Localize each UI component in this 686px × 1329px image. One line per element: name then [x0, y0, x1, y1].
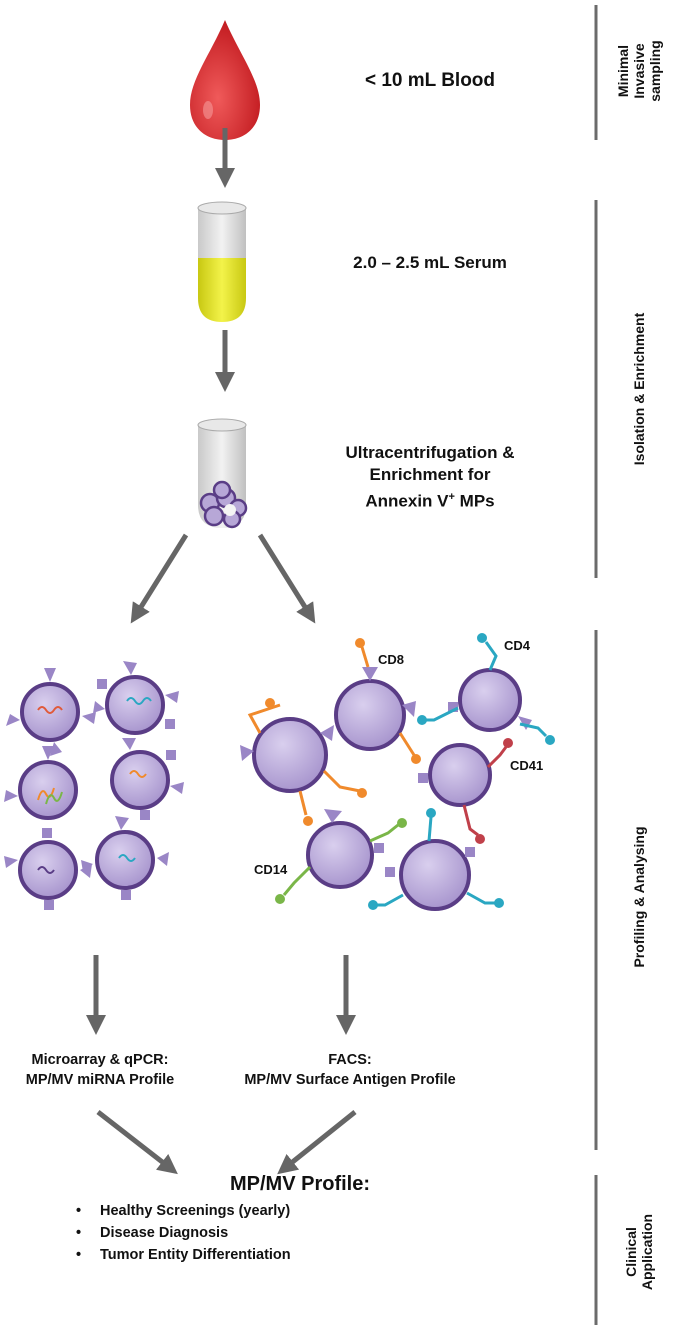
- list-item: Healthy Screenings (yearly): [72, 1200, 291, 1222]
- list-item: Tumor Entity Differentiation: [72, 1244, 291, 1266]
- facs-method-label: FACS: MP/MV Surface Antigen Profile: [244, 1052, 456, 1088]
- pellet-tube-icon: [197, 418, 248, 529]
- facs-vesicles: [240, 633, 555, 911]
- mirna-vesicles: [4, 661, 184, 910]
- cd4-label: CD4: [504, 638, 531, 653]
- cd41-label: CD41: [510, 758, 544, 773]
- cd8-label: CD8: [378, 652, 405, 667]
- ultra-line-2: Enrichment for: [369, 465, 491, 484]
- phase-label-sampling: Minimal Invasive sampling: [615, 40, 663, 102]
- serum-tube-icon: [197, 201, 247, 322]
- list-item: Disease Diagnosis: [72, 1222, 291, 1244]
- ultracentrifugation-label: Ultracentrifugation & Enrichment for Ann…: [290, 442, 570, 513]
- cd14-label: CD14: [254, 862, 288, 877]
- flow-arrows: [86, 128, 357, 1175]
- phase-label-clinical: Clinical Application: [623, 1213, 655, 1291]
- application-list: Healthy Screenings (yearly) Disease Diag…: [72, 1200, 291, 1266]
- blood-volume-label: < 10 mL Blood: [364, 70, 496, 91]
- blood-drop-icon: [190, 20, 260, 140]
- ultra-line-1: Ultracentrifugation &: [345, 443, 515, 462]
- profile-title: MP/MV Profile:: [229, 1173, 370, 1195]
- ultra-line-3: Annexin V+ MPs: [365, 491, 495, 511]
- serum-volume-label: 2.0 – 2.5 mL Serum: [353, 253, 507, 272]
- mirna-method-label: Microarray & qPCR: MP/MV miRNA Profile: [25, 1052, 175, 1088]
- phase-label-isolation: Isolation & Enrichment: [631, 312, 647, 466]
- phase-label-profiling: Profiling & Analysing: [631, 826, 647, 968]
